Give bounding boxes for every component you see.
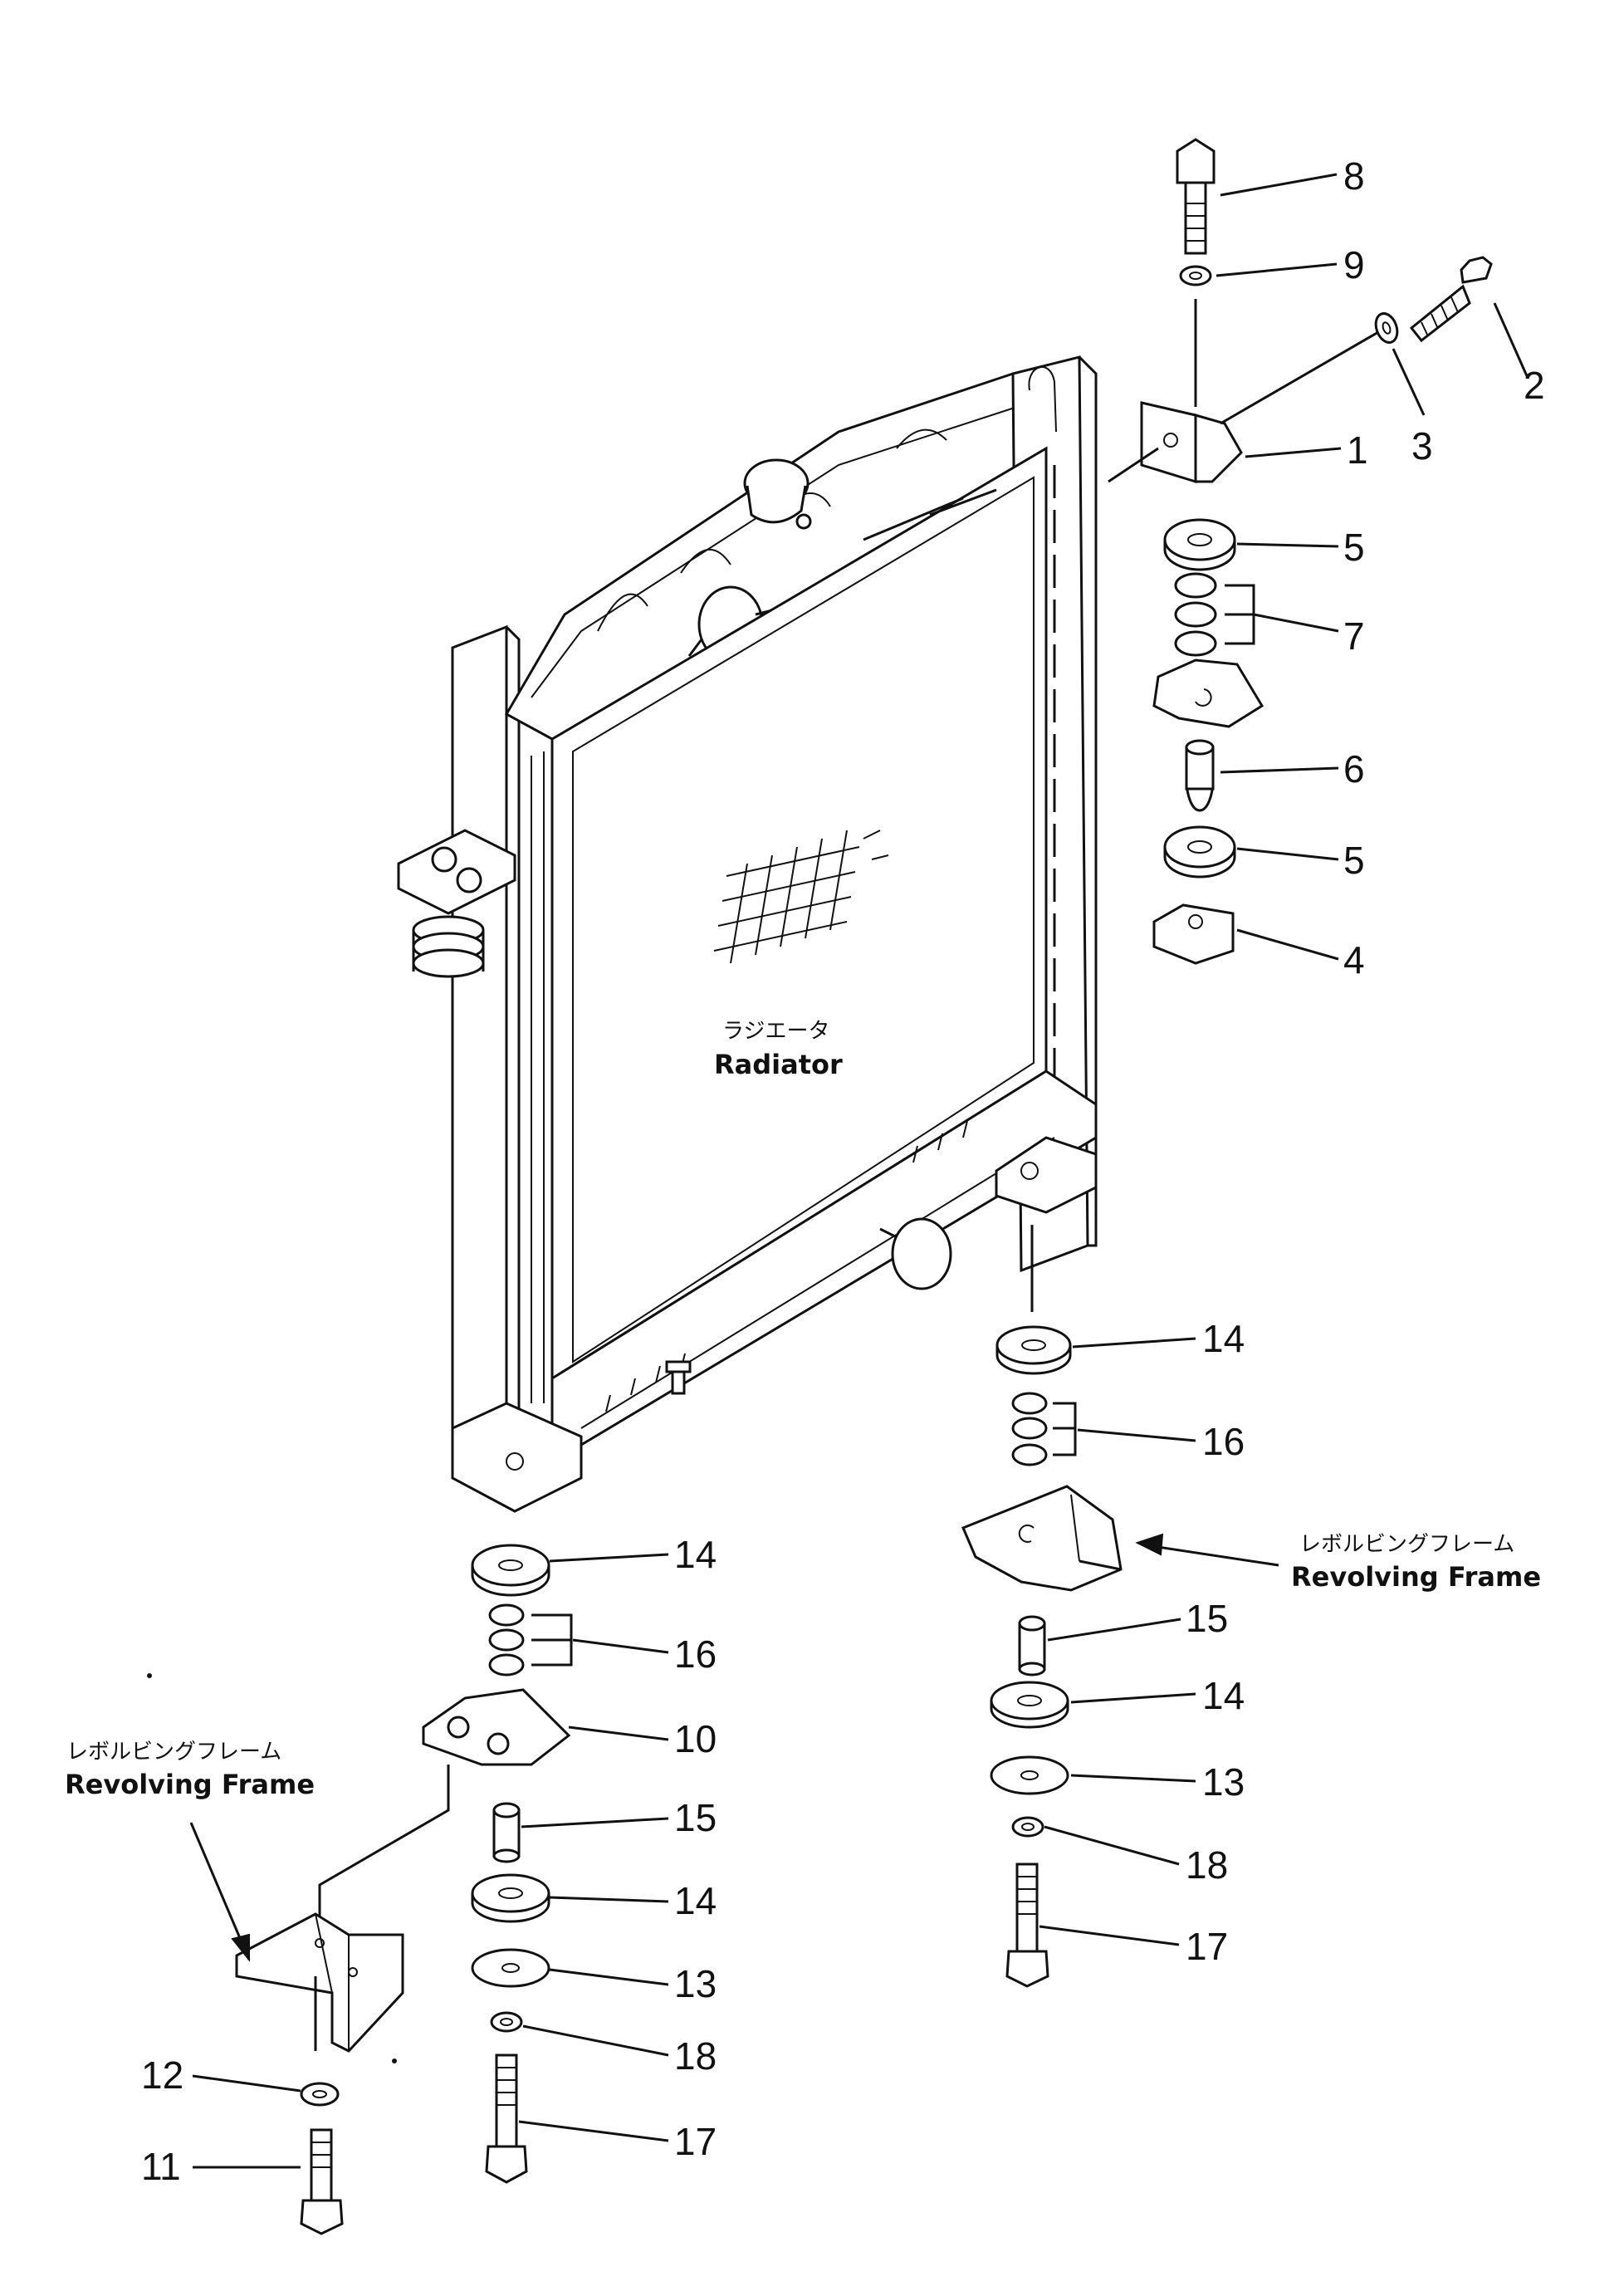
bolt-8: [1176, 138, 1216, 255]
callout-8: 8: [1343, 154, 1365, 198]
arrow-revolving-frame-left: [189, 1822, 251, 1962]
scan-dot: [147, 1673, 152, 1678]
callout-13-left: 13: [674, 1962, 717, 2005]
callout-14-right-lower: 14: [1202, 1674, 1245, 1717]
radiator-label-jp: ラジエータ: [722, 1019, 829, 1044]
frame-label-left-jp: レボルビングフレーム: [66, 1740, 281, 1765]
shims-7: [1174, 572, 1255, 657]
lower-right-mount-stack: [961, 1225, 1123, 1988]
callout-12: 12: [141, 2053, 183, 2097]
washer-3: [1374, 312, 1399, 344]
radiator-assembly: [397, 355, 1098, 1513]
callout-7: 7: [1343, 614, 1365, 658]
shims-16-left: [488, 1603, 573, 1677]
revolving-frame-bracket-left: [235, 1912, 404, 2053]
revolving-frame-bracket-right: [961, 1485, 1123, 1592]
revolving-frame-label-left: レボルビングフレーム Revolving Frame: [65, 1740, 315, 1800]
washer-5-lower: [1163, 825, 1236, 879]
radiator-label: ラジエータ Radiator: [714, 1019, 843, 1080]
left-mount-foot: [451, 1402, 583, 1513]
callout-13-right: 13: [1202, 1760, 1245, 1804]
washer-13-left: [471, 1948, 550, 1988]
callout-5-upper: 5: [1343, 526, 1365, 569]
washer-9: [1179, 265, 1212, 286]
callout-1: 1: [1347, 428, 1368, 472]
drain-plug: [665, 1360, 692, 1395]
left-side-frame: [451, 624, 508, 1447]
radiator-cap: [743, 458, 812, 530]
callout-15-right: 15: [1186, 1597, 1228, 1640]
callout-3: 3: [1411, 424, 1433, 467]
callout-9: 9: [1343, 243, 1365, 286]
plate-4: [1152, 903, 1235, 965]
callout-numbers: 8 9 2 3 1 5 7 6 5 4 14 16 15 14 13 18 17…: [141, 154, 1545, 2188]
upper-mount-stack: [1108, 138, 1493, 965]
washer-14-left-upper: [471, 1544, 550, 1597]
collar-15-left: [492, 1802, 521, 1863]
washer-14-right-upper: [995, 1325, 1072, 1375]
core-hatch-mark: [713, 830, 889, 964]
callout-14-left-upper: 14: [674, 1533, 717, 1576]
washer-18-right: [1011, 1816, 1044, 1838]
callout-18-left: 18: [674, 2034, 717, 2078]
bolt-2: [1409, 256, 1493, 343]
callout-leaders: [192, 173, 1529, 2169]
upper-frame-tab: [1152, 658, 1264, 728]
collar-6: [1185, 739, 1215, 812]
washer-14-right-lower: [990, 1681, 1069, 1729]
bracket-1: [1140, 401, 1243, 484]
callout-16-left: 16: [674, 1633, 717, 1676]
callout-18-right: 18: [1186, 1843, 1228, 1887]
lower-left-mount-stack: [235, 1544, 573, 2235]
bolt-17-left: [485, 2053, 528, 2184]
right-mount-foot: [995, 1136, 1098, 1214]
washer-5-upper: [1163, 518, 1236, 571]
scan-dot: [392, 2058, 397, 2063]
radiator-label-en: Radiator: [714, 1049, 843, 1080]
callout-10: 10: [674, 1717, 717, 1760]
callout-11: 11: [141, 2145, 181, 2188]
callout-6: 6: [1343, 747, 1365, 791]
washer-14-left-lower: [471, 1873, 550, 1923]
callout-15-left: 15: [674, 1796, 717, 1839]
washer-18-left: [490, 2011, 523, 2033]
frame-label-left-en: Revolving Frame: [65, 1769, 315, 1800]
collar-15-right: [1018, 1615, 1046, 1677]
callout-17-right: 17: [1186, 1925, 1228, 1968]
bolt-11: [300, 2128, 344, 2235]
callout-14-left-lower: 14: [674, 1879, 717, 1922]
shims-16-right: [1011, 1392, 1077, 1466]
callout-16-right: 16: [1202, 1420, 1245, 1463]
left-side-isolator-mount: [397, 829, 516, 978]
callout-5-lower: 5: [1343, 839, 1365, 882]
bolt-17-right: [1005, 1863, 1049, 1988]
callout-4: 4: [1343, 938, 1365, 981]
washer-13-right: [990, 1755, 1069, 1795]
arrow-revolving-frame-right: [1135, 1533, 1279, 1567]
washer-12: [300, 2082, 340, 2107]
callout-14-right-upper: 14: [1202, 1317, 1245, 1360]
lower-hose-neck: [879, 1217, 952, 1290]
callout-17-left: 17: [674, 2120, 717, 2163]
frame-label-right-en: Revolving Frame: [1291, 1561, 1541, 1593]
frame-label-right-jp: レボルビングフレーム: [1299, 1532, 1514, 1557]
callout-2: 2: [1524, 364, 1545, 407]
revolving-frame-label-right: レボルビングフレーム Revolving Frame: [1291, 1532, 1541, 1593]
plate-10: [422, 1688, 571, 1766]
